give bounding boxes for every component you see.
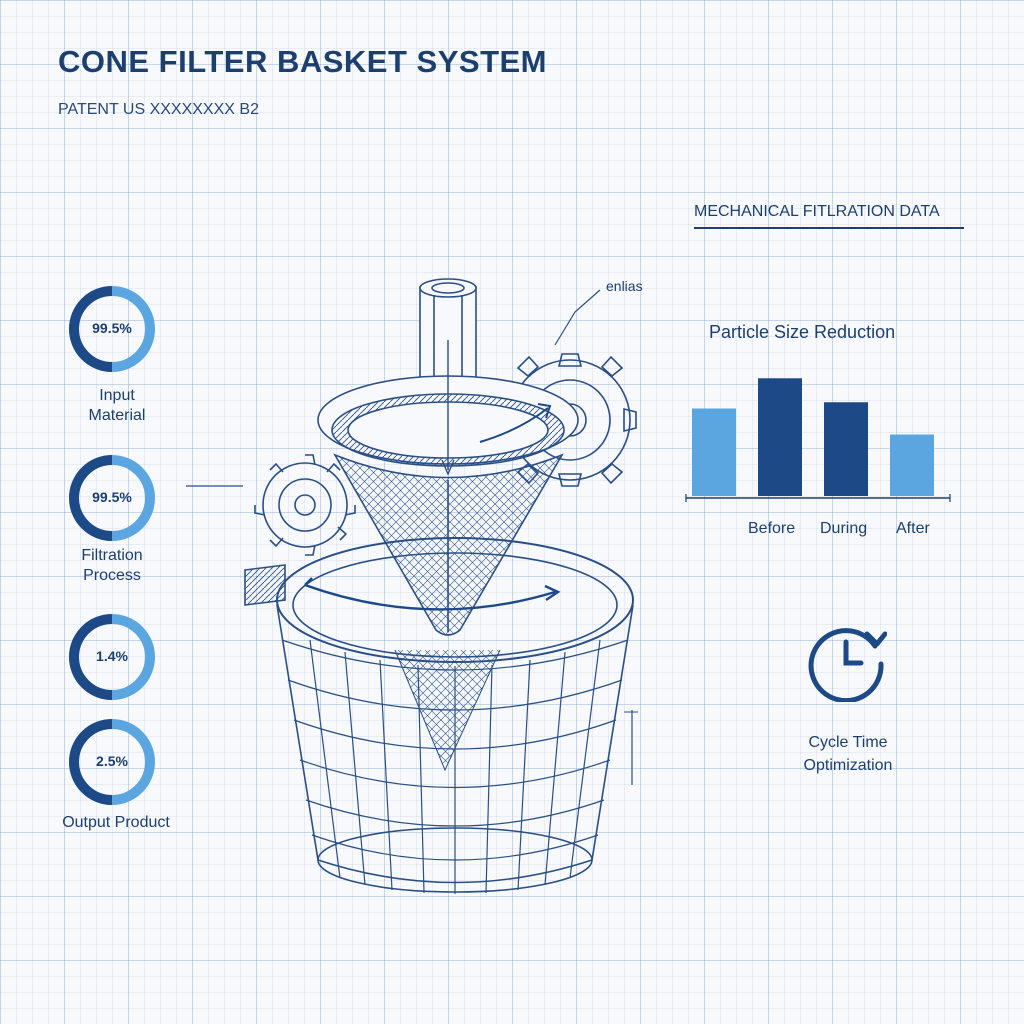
gauge-ring <box>69 455 155 541</box>
gauge-value: 99.5% <box>92 489 132 505</box>
patent-number: PATENT US XXXXXXXX B2 <box>58 101 259 118</box>
gauge-value: 1.4% <box>96 648 128 664</box>
left-gear-icon <box>254 454 356 556</box>
gauge-filtration-process: 99.5% <box>66 452 158 549</box>
gauge-ring <box>69 719 155 805</box>
gauge-ring <box>69 286 155 372</box>
gauge-third: 1.4% <box>66 611 158 708</box>
chart-title: Particle Size Reduction <box>709 322 896 342</box>
clock-refresh-icon <box>808 628 887 702</box>
x-tick-label: After <box>896 520 930 537</box>
gauge-input-material: 99.5% <box>66 283 158 380</box>
x-tick-label: Before <box>748 520 796 537</box>
gauge-label: Output Product <box>62 814 170 831</box>
bar <box>890 434 934 496</box>
bar <box>758 378 802 496</box>
data-section-heading: MECHANICAL FITLRATION DATA <box>694 203 964 229</box>
callout-label: enlias <box>606 278 643 294</box>
gauge-value: 2.5% <box>96 753 128 769</box>
cycle-time-label: Cycle Time Optimization <box>803 734 893 774</box>
bar <box>692 408 736 496</box>
gauge-output-product: 2.5% <box>66 716 158 813</box>
x-tick-label: During <box>820 520 868 537</box>
page-title: CONE FILTER BASKET SYSTEM <box>58 44 548 79</box>
bar <box>824 402 868 496</box>
gauge-ring <box>69 614 155 700</box>
gauge-value: 99.5% <box>92 320 132 336</box>
particle-size-bar-chart <box>685 378 951 502</box>
cone-filter-basket-diagram <box>186 278 638 894</box>
